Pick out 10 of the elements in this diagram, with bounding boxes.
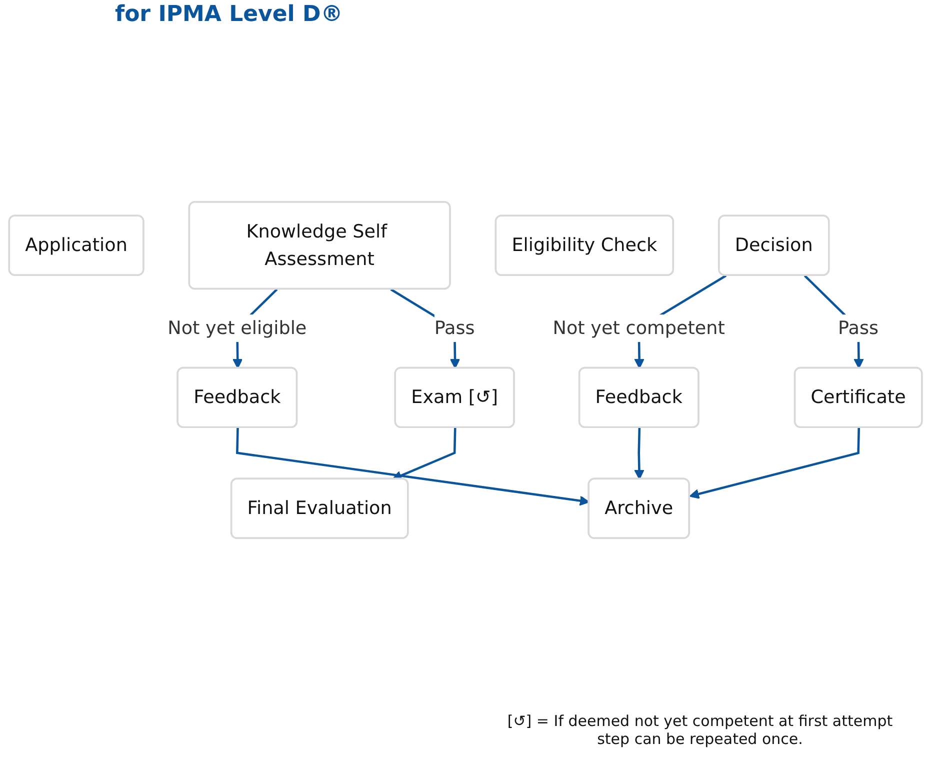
edge-label: Not yet competent	[552, 316, 725, 339]
arrow	[634, 428, 644, 480]
edge-label: Not yet eligible	[168, 316, 307, 339]
edge-label: Pass	[434, 316, 475, 339]
edge-label: Pass	[838, 316, 879, 339]
note: [↺] = If deemed not yet competent at first attempt step can be repeated once.	[506, 712, 894, 748]
title: for IPMA Level D®	[115, 2, 343, 27]
arrow	[236, 428, 590, 506]
arrow	[392, 428, 456, 480]
arrow	[689, 428, 860, 499]
